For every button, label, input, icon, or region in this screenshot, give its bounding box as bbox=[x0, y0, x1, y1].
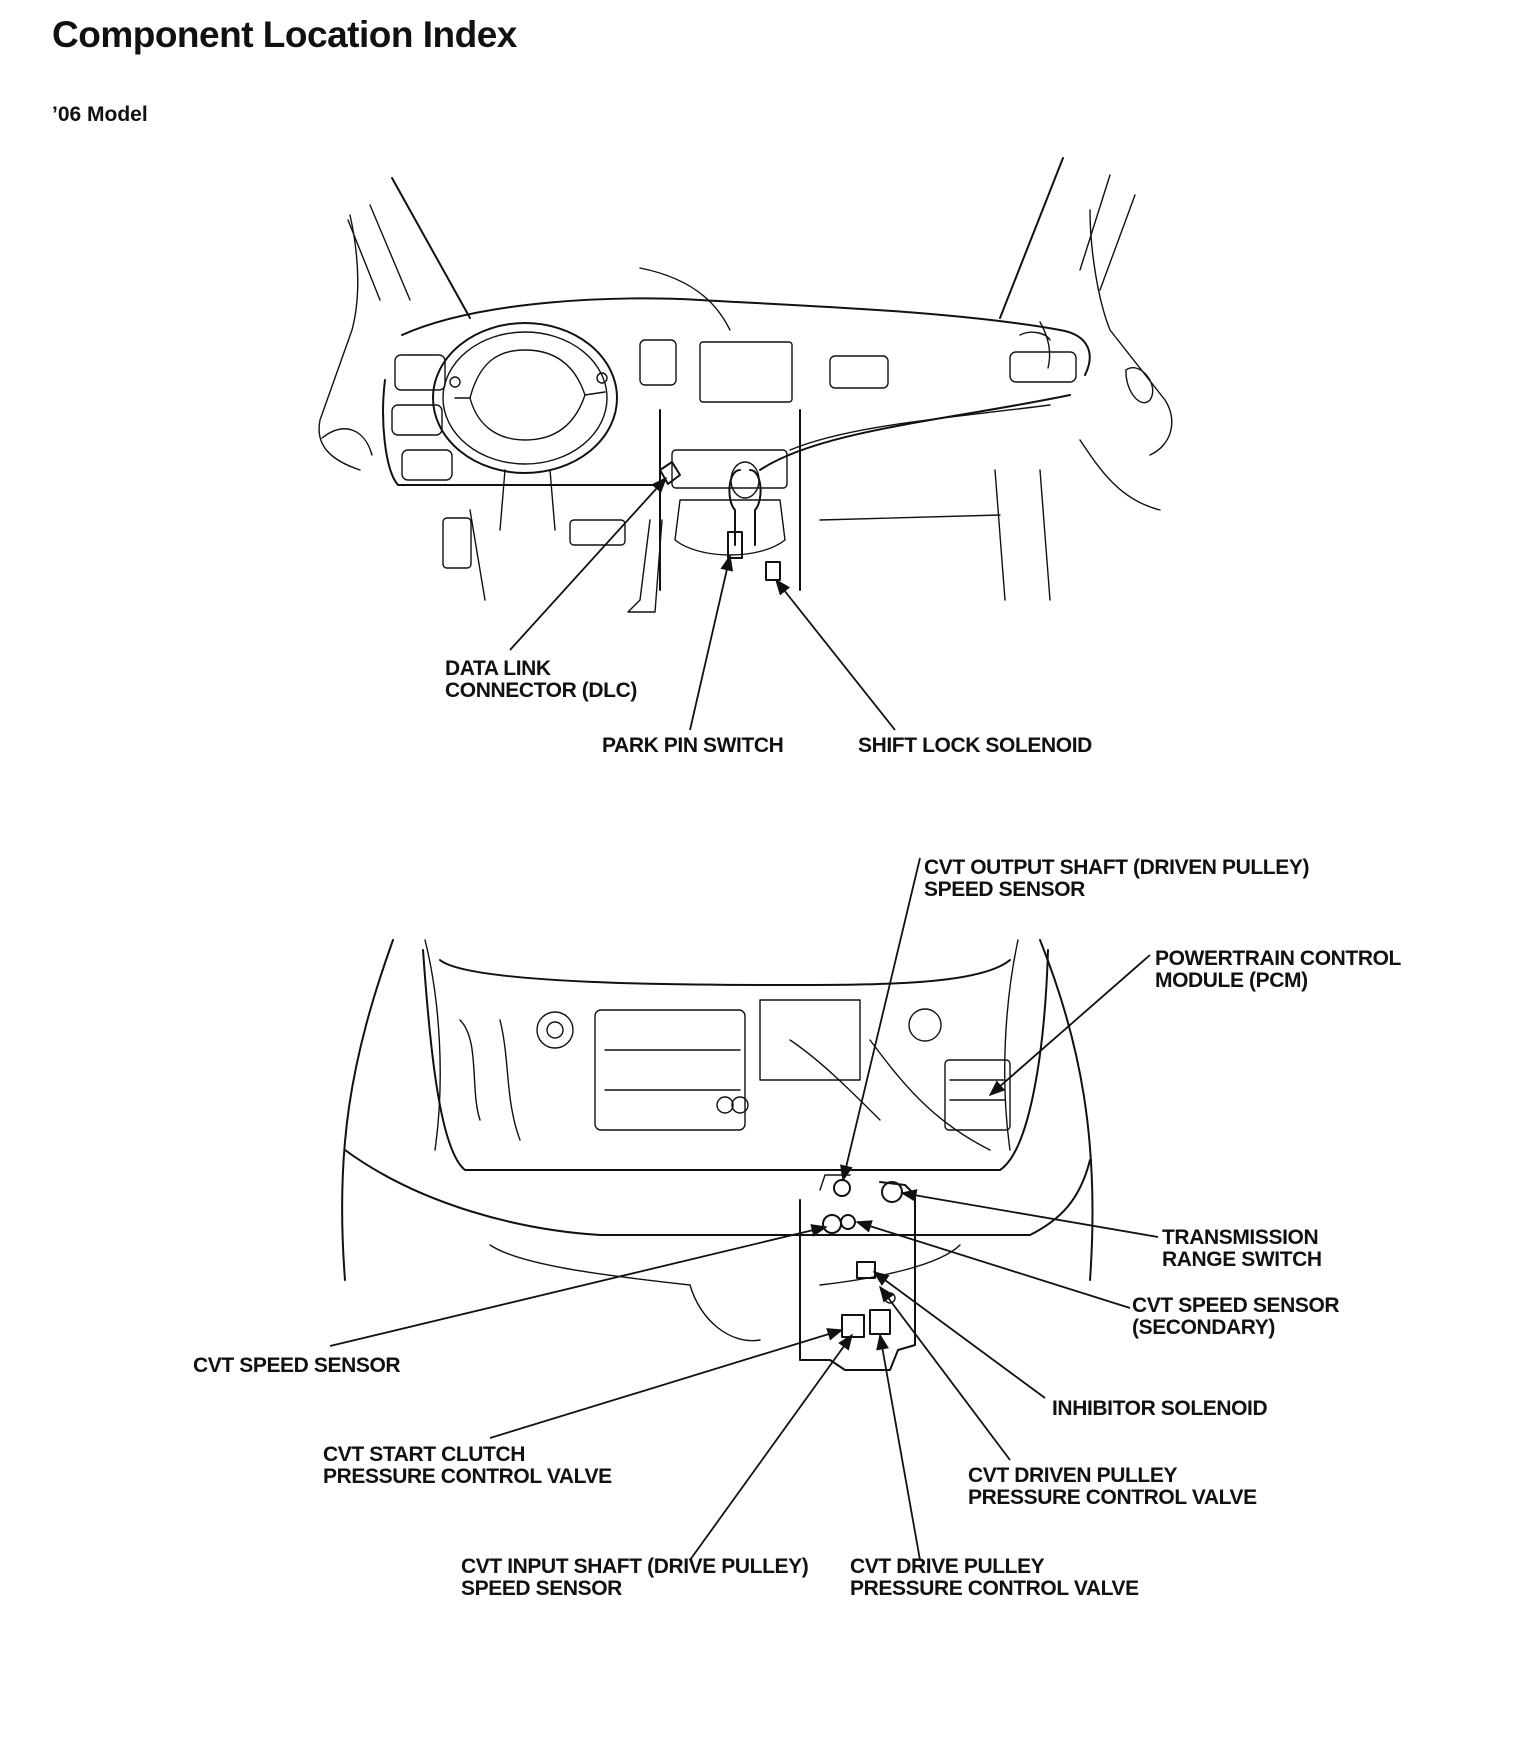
interior-leaders bbox=[509, 476, 896, 731]
label-dlc: DATA LINK CONNECTOR (DLC) bbox=[445, 657, 637, 702]
steering-wheel bbox=[432, 322, 618, 474]
left-vent-3 bbox=[401, 449, 453, 481]
shift-lock-solenoid-component bbox=[765, 561, 781, 581]
label-speed-sensor-secondary: CVT SPEED SENSOR (SECONDARY) bbox=[1132, 1294, 1340, 1339]
label-inhibitor-solenoid: INHIBITOR SOLENOID bbox=[1052, 1397, 1268, 1420]
label-input-shaft-sensor: CVT INPUT SHAFT (DRIVE PULLEY) SPEED SEN… bbox=[461, 1555, 809, 1600]
page-title: Component Location Index bbox=[52, 14, 517, 55]
center-stack bbox=[659, 409, 801, 591]
dash-top bbox=[401, 297, 1091, 376]
dashboard-illustration bbox=[318, 157, 1173, 613]
label-output-shaft-sensor: CVT OUTPUT SHAFT (DRIVEN PULLEY) SPEED S… bbox=[924, 856, 1310, 901]
accelerator-pedal bbox=[442, 517, 472, 569]
battery bbox=[944, 1059, 1011, 1131]
speed-sensor-component bbox=[822, 1214, 842, 1234]
output-shaft-sensor-component bbox=[833, 1179, 851, 1197]
right-fender bbox=[1039, 939, 1094, 1281]
secondary-sensor-component bbox=[840, 1214, 856, 1230]
start-clutch-valve-component bbox=[841, 1314, 865, 1338]
engine-bay-illustration bbox=[341, 939, 1094, 1371]
engine-leaders bbox=[329, 857, 1159, 1561]
engine-block bbox=[594, 1009, 746, 1131]
right-a-pillar bbox=[999, 157, 1064, 319]
trs-component bbox=[881, 1181, 903, 1203]
label-drive-pulley-valve: CVT DRIVE PULLEY PRESSURE CONTROL VALVE bbox=[850, 1555, 1139, 1600]
center-vent-right bbox=[829, 355, 889, 389]
hood-opening bbox=[422, 949, 1049, 1171]
model-subtitle: ’06 Model bbox=[52, 103, 148, 126]
label-transmission-range-switch: TRANSMISSION RANGE SWITCH bbox=[1162, 1226, 1322, 1271]
brake-pedal bbox=[569, 519, 626, 546]
label-start-clutch-valve: CVT START CLUTCH PRESSURE CONTROL VALVE bbox=[323, 1443, 612, 1488]
center-display bbox=[699, 341, 793, 403]
label-park-pin-switch: PARK PIN SWITCH bbox=[602, 734, 784, 757]
left-door bbox=[318, 214, 361, 471]
drive-pulley-valve-component bbox=[869, 1309, 891, 1335]
label-pcm: POWERTRAIN CONTROL MODULE (PCM) bbox=[1155, 947, 1401, 992]
left-a-pillar bbox=[391, 177, 471, 319]
inhibitor-solenoid-component bbox=[856, 1261, 876, 1279]
right-door bbox=[1089, 209, 1173, 456]
front-bumper bbox=[344, 1149, 1091, 1236]
label-cvt-speed-sensor: CVT SPEED SENSOR bbox=[193, 1354, 401, 1377]
left-fender bbox=[341, 939, 394, 1281]
coolant-cap bbox=[536, 1011, 574, 1049]
park-pin-switch-component bbox=[727, 531, 743, 559]
label-driven-pulley-valve: CVT DRIVEN PULLEY PRESSURE CONTROL VALVE bbox=[968, 1464, 1257, 1509]
shift-knob bbox=[728, 469, 762, 546]
right-vent bbox=[1009, 351, 1077, 383]
left-vent-1 bbox=[394, 354, 446, 391]
center-vent-left bbox=[639, 339, 677, 386]
label-shift-lock-solenoid: SHIFT LOCK SOLENOID bbox=[858, 734, 1092, 757]
left-vent-2 bbox=[391, 404, 443, 436]
